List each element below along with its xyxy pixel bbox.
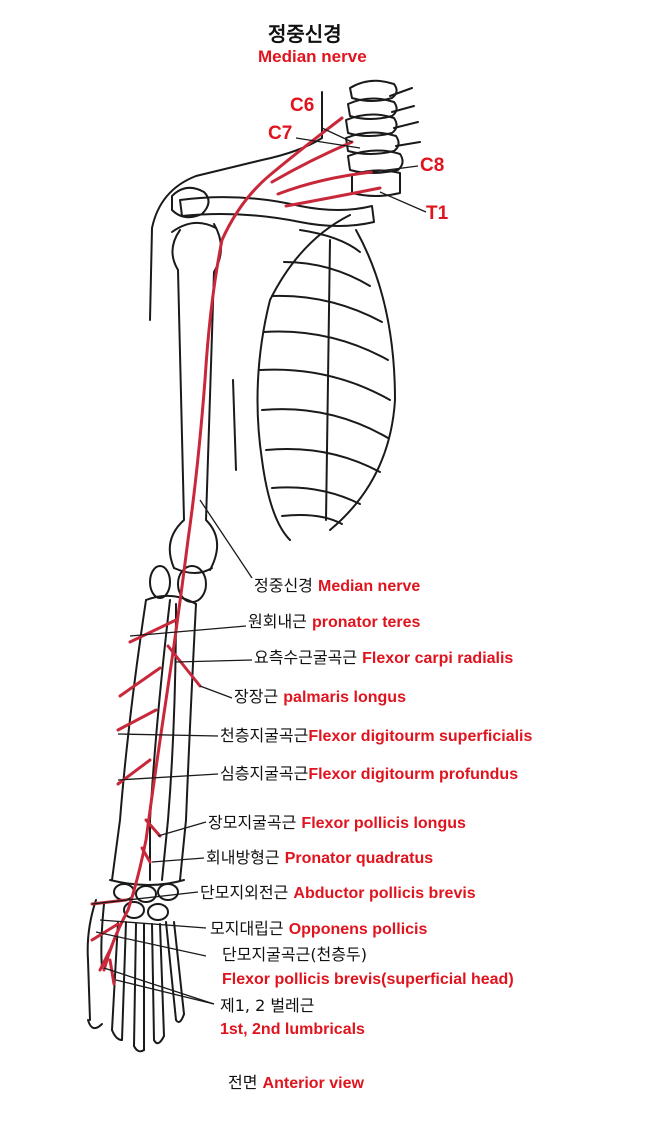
label-flexor-pollicis-brevis-english: Flexor pollicis brevis(superficial head) [222, 971, 514, 988]
hand-bones [86, 883, 185, 1053]
humerus [149, 221, 222, 603]
spinal-level-c7: C7 [268, 123, 293, 144]
label-flexor-pollicis-brevis-korean: 단모지굴곡근(천층두) [222, 945, 367, 964]
label-flexor-digitorum-superficialis: 천층지굴곡근Flexor digitourm superficialis [220, 726, 533, 745]
spinal-level-c8: C8 [420, 155, 445, 176]
label-lumbricals-korean: 제1, 2 벌레근 [220, 996, 315, 1015]
label-flexor-digitorum-profundus: 심층지굴곡근Flexor digitourm profundus [220, 764, 519, 783]
label-median-nerve: 정중신경 Median nerve [254, 576, 421, 595]
label-palmaris-longus: 장장근 palmaris longus [234, 687, 406, 706]
spinal-level-t1: T1 [426, 203, 449, 224]
forearm-bones [109, 594, 197, 886]
rib-cage [256, 214, 396, 541]
label-pronator-teres: 원회내근 pronator teres [248, 612, 421, 631]
spinal-level-c6: C6 [290, 95, 315, 116]
title-english: Median nerve [258, 47, 367, 66]
label-flexor-carpi-radialis: 요측수근굴곡근 Flexor carpi radialis [254, 648, 514, 667]
title-korean: 정중신경 [268, 22, 342, 46]
label-abductor-pollicis-brevis: 단모지외전근 Abductor pollicis brevis [200, 883, 476, 902]
label-lumbricals-english: 1st, 2nd lumbricals [220, 1021, 365, 1038]
label-opponens-pollicis: 모지대립근 Opponens pollicis [210, 919, 428, 938]
label-pronator-quadratus: 회내방형근 Pronator quadratus [206, 848, 434, 867]
cervical-spine [345, 79, 421, 197]
clavicle [171, 186, 375, 227]
leader-lines [91, 127, 427, 1005]
label-flexor-pollicis-longus: 장모지굴곡근 Flexor pollicis longus [208, 813, 466, 832]
view-label: 전면 Anterior view [228, 1073, 364, 1092]
